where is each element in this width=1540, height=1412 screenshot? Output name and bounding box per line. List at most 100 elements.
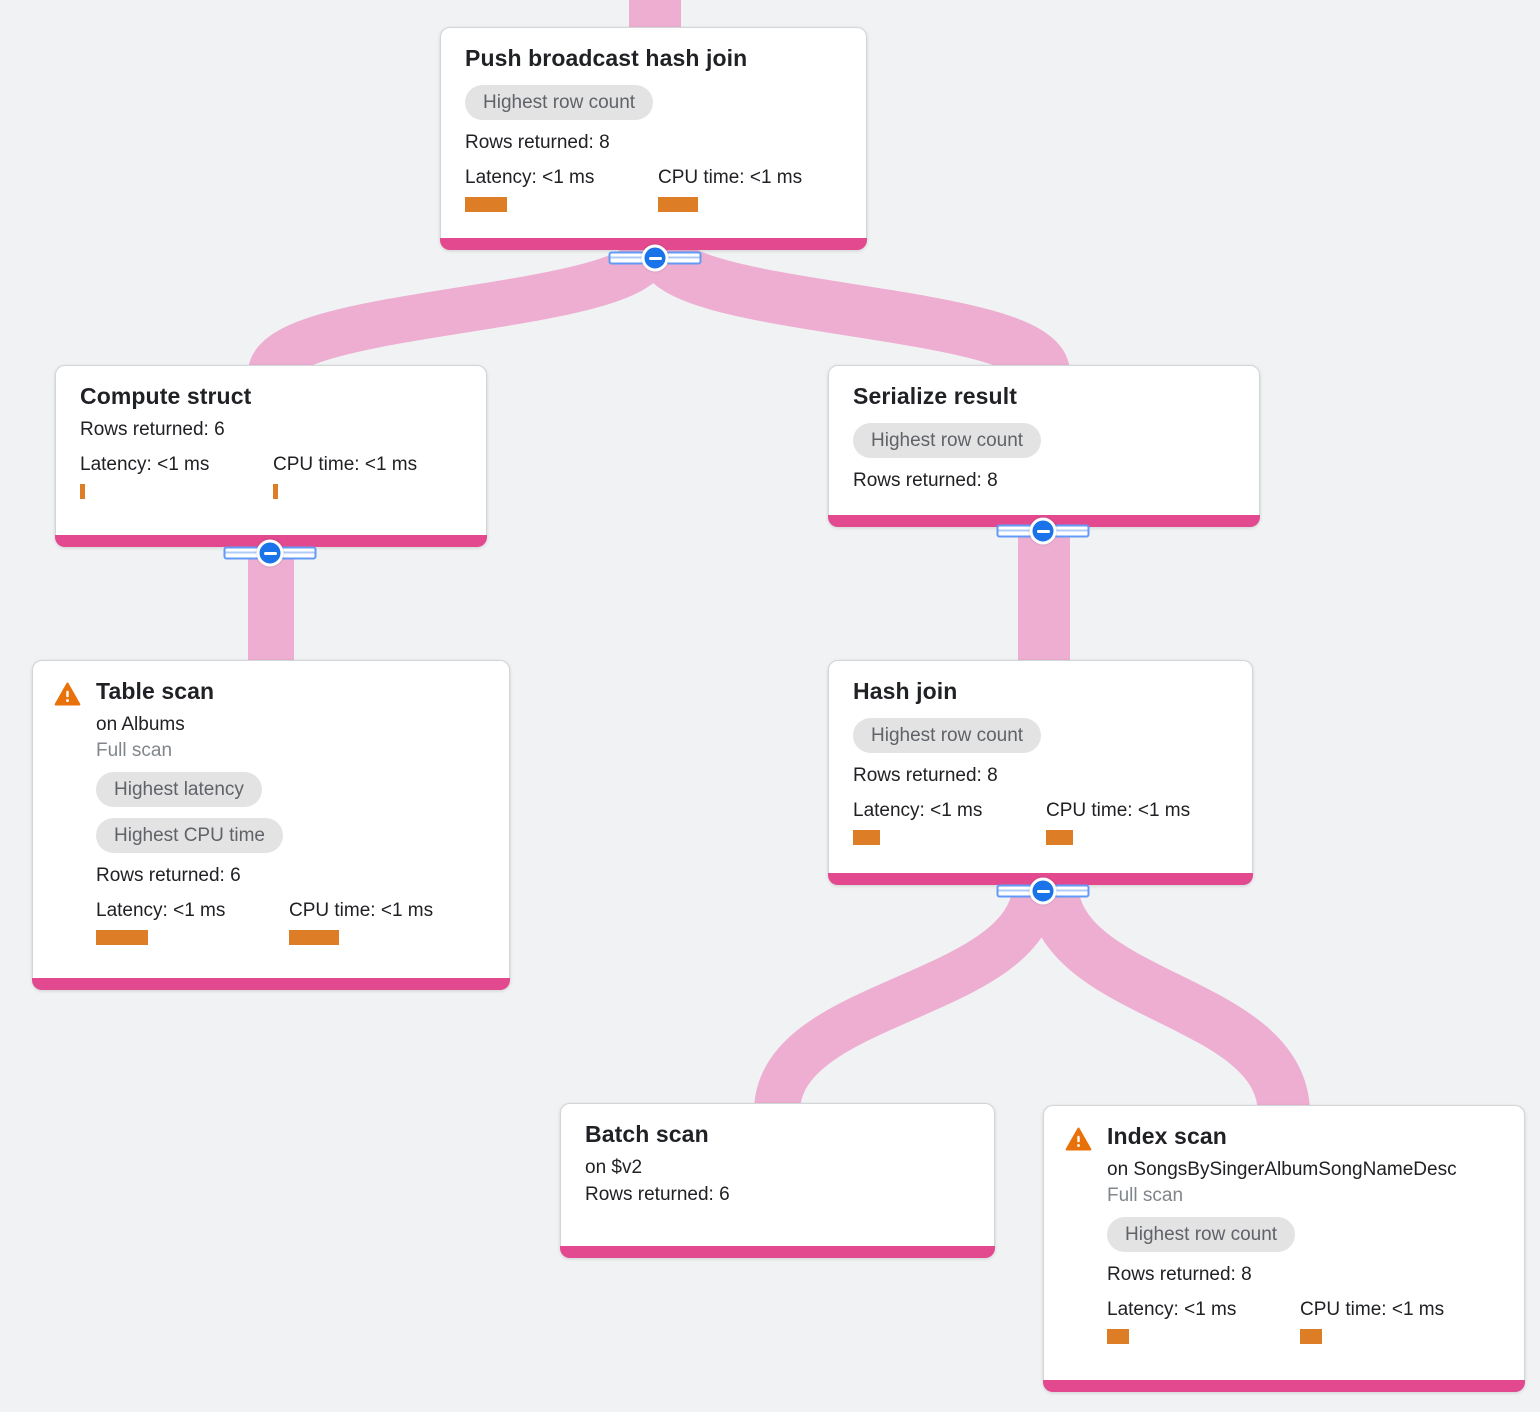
node-title: Index scan <box>1107 1123 1227 1149</box>
cpu-label: CPU time: <1 ms <box>1046 800 1191 821</box>
metrics: Latency: <1 ms CPU time: <1 ms <box>465 167 842 212</box>
collapse-side-bar <box>665 251 702 265</box>
collapse-minus-icon <box>1029 877 1057 905</box>
latency-metric: Latency: <1 ms <box>80 454 273 499</box>
latency-metric: Latency: <1 ms <box>96 900 289 945</box>
latency-label: Latency: <1 ms <box>465 167 595 188</box>
insight-badge: Highest latency <box>96 772 262 807</box>
latency-metric: Latency: <1 ms <box>465 167 658 212</box>
collapse-side-bar <box>1053 524 1090 538</box>
node-table-scan[interactable]: Table scan on Albums Full scan Highest l… <box>32 660 510 990</box>
node-body: Push broadcast hash join Highest row cou… <box>441 28 866 249</box>
collapse-side-bar <box>280 546 317 560</box>
collapse-toggle-compute-struct[interactable] <box>223 539 317 567</box>
edge-root-to-compute-struct <box>248 241 672 380</box>
node-batch-scan[interactable]: Batch scan on $v2 Rows returned: 6 <box>560 1103 995 1258</box>
latency-label: Latency: <1 ms <box>80 454 210 475</box>
collapse-side-bar <box>1053 884 1090 898</box>
node-title: Table scan <box>96 678 215 704</box>
collapse-side-bar <box>996 884 1033 898</box>
rows-returned: Rows returned: 6 <box>96 865 241 886</box>
node-body: Index scan on SongsBySingerAlbumSongName… <box>1044 1106 1524 1391</box>
warning-icon <box>1065 1127 1092 1151</box>
latency-metric: Latency: <1 ms <box>853 800 1046 845</box>
collapse-side-bar <box>608 251 645 265</box>
node-title: Push broadcast hash join <box>465 45 748 71</box>
cpu-label: CPU time: <1 ms <box>289 900 434 921</box>
edge-hash-join-to-index-scan <box>1026 879 1310 1117</box>
node-body: Serialize result Highest row count Rows … <box>829 366 1259 526</box>
node-title: Hash join <box>853 678 958 704</box>
latency-bar <box>853 830 880 845</box>
cpu-label: CPU time: <1 ms <box>658 167 803 188</box>
latency-label: Latency: <1 ms <box>853 800 983 821</box>
insight-badge: Highest row count <box>853 718 1042 753</box>
node-title: Batch scan <box>585 1121 709 1147</box>
edge-root-to-serialize-result <box>636 239 1070 382</box>
scan-type: Full scan <box>96 740 173 761</box>
node-title: Serialize result <box>853 383 1017 409</box>
cpu-bar <box>289 930 339 945</box>
node-serialize-result[interactable]: Serialize result Highest row count Rows … <box>828 365 1260 527</box>
cpu-bar <box>1300 1329 1322 1344</box>
scan-type: Full scan <box>1107 1185 1184 1206</box>
collapse-toggle-root[interactable] <box>608 244 702 272</box>
node-body: Hash join Highest row count Rows returne… <box>829 661 1252 884</box>
latency-bar <box>465 197 507 212</box>
node-body: Table scan on Albums Full scan Highest l… <box>33 661 509 989</box>
metrics: Latency: <1 ms CPU time: <1 ms <box>80 454 462 499</box>
latency-label: Latency: <1 ms <box>96 900 226 921</box>
metrics: Latency: <1 ms CPU time: <1 ms <box>96 900 485 945</box>
rows-returned: Rows returned: 8 <box>853 765 998 786</box>
insight-badge: Highest row count <box>1107 1217 1296 1252</box>
collapse-toggle-hash-join[interactable] <box>996 877 1090 905</box>
node-hash-join[interactable]: Hash join Highest row count Rows returne… <box>828 660 1253 885</box>
node-index-scan[interactable]: Index scan on SongsBySingerAlbumSongName… <box>1043 1105 1525 1392</box>
node-accent-bar <box>560 1246 995 1258</box>
insight-badge: Highest row count <box>853 423 1042 458</box>
cpu-metric: CPU time: <1 ms <box>289 900 485 945</box>
edge-hash-join-to-batch-scan <box>754 880 1059 1114</box>
cpu-label: CPU time: <1 ms <box>273 454 418 475</box>
node-subtitle: on $v2 <box>585 1157 643 1178</box>
node-body: Compute struct Rows returned: 6 Latency:… <box>56 366 486 546</box>
rows-returned: Rows returned: 8 <box>1107 1264 1252 1285</box>
latency-label: Latency: <1 ms <box>1107 1299 1237 1320</box>
node-subtitle: on Albums <box>96 714 185 735</box>
cpu-metric: CPU time: <1 ms <box>1046 800 1228 845</box>
metrics: Latency: <1 ms CPU time: <1 ms <box>1107 1299 1500 1344</box>
node-push-broadcast-hash-join[interactable]: Push broadcast hash join Highest row cou… <box>440 27 867 250</box>
collapse-minus-icon <box>256 539 284 567</box>
cpu-bar <box>658 197 698 212</box>
rows-returned: Rows returned: 6 <box>585 1184 730 1205</box>
latency-metric: Latency: <1 ms <box>1107 1299 1300 1344</box>
cpu-metric: CPU time: <1 ms <box>273 454 462 499</box>
collapse-side-bar <box>996 524 1033 538</box>
latency-bar <box>1107 1329 1129 1344</box>
warning-icon <box>54 682 81 706</box>
cpu-bar <box>1046 830 1073 845</box>
collapse-minus-icon <box>641 244 669 272</box>
cpu-bar <box>273 484 278 499</box>
rows-returned: Rows returned: 8 <box>465 132 610 153</box>
insight-badge: Highest CPU time <box>96 818 283 853</box>
node-accent-bar <box>32 978 510 990</box>
rows-returned: Rows returned: 8 <box>853 470 998 491</box>
cpu-metric: CPU time: <1 ms <box>1300 1299 1500 1344</box>
collapse-toggle-serialize-result[interactable] <box>996 517 1090 545</box>
collapse-side-bar <box>223 546 260 560</box>
insight-badge: Highest row count <box>465 85 654 120</box>
node-subtitle: on SongsBySingerAlbumSongNameDesc <box>1107 1159 1457 1180</box>
rows-returned: Rows returned: 6 <box>80 419 225 440</box>
node-title: Compute struct <box>80 383 252 409</box>
node-body: Batch scan on $v2 Rows returned: 6 <box>561 1104 994 1257</box>
node-accent-bar <box>1043 1380 1525 1392</box>
latency-bar <box>80 484 85 499</box>
latency-bar <box>96 930 148 945</box>
cpu-metric: CPU time: <1 ms <box>658 167 842 212</box>
collapse-minus-icon <box>1029 517 1057 545</box>
node-compute-struct[interactable]: Compute struct Rows returned: 6 Latency:… <box>55 365 487 547</box>
cpu-label: CPU time: <1 ms <box>1300 1299 1445 1320</box>
